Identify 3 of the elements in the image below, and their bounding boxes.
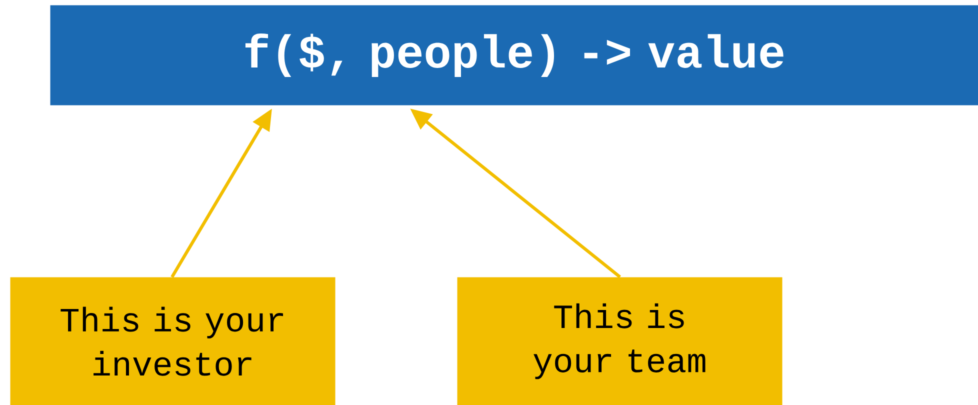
label-box: This is your team — [457, 277, 782, 405]
label-box: This is your investor — [10, 277, 336, 405]
title-box: f($, people) -> value — [50, 5, 978, 106]
